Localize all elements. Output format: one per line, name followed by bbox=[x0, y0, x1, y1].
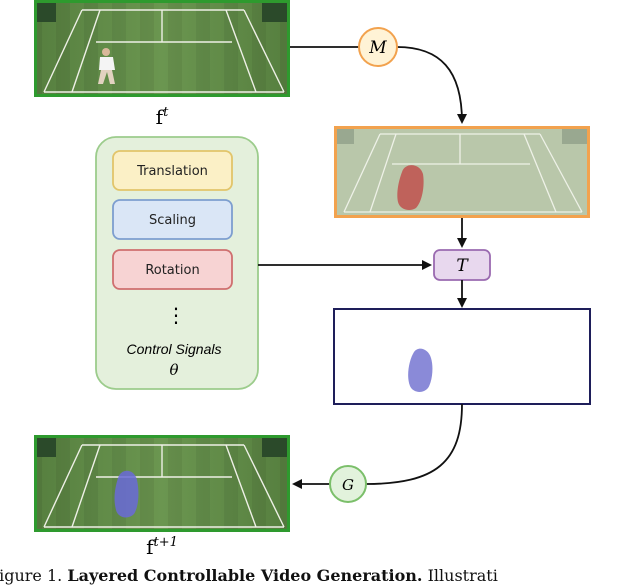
masked-court-lines bbox=[343, 133, 583, 213]
input-frame-border bbox=[34, 0, 290, 97]
frame-t1-label: ft+1 bbox=[146, 535, 178, 559]
control-signals-title: Control Signals bbox=[127, 341, 222, 357]
courtside-stand bbox=[262, 0, 290, 22]
theta-symbol: θ bbox=[169, 361, 178, 379]
mask-operator-symbol: M bbox=[368, 38, 387, 58]
translation-label: Translation bbox=[136, 164, 208, 179]
generated-player-blob bbox=[114, 470, 139, 518]
masked-frame-border bbox=[334, 126, 590, 218]
masked-frame bbox=[334, 126, 590, 218]
generator-operator: G bbox=[329, 465, 367, 503]
transformed-mask-box bbox=[333, 308, 591, 405]
transformed-blob bbox=[408, 348, 433, 392]
transform-operator-symbol: T bbox=[456, 256, 469, 276]
caption-rest: Illustrati bbox=[427, 566, 498, 585]
caption-title: Layered Controllable Video Generation. bbox=[67, 566, 423, 585]
output-frame-border bbox=[34, 435, 290, 532]
court-lines bbox=[43, 9, 285, 93]
caption-prefix: Figure 1. bbox=[0, 566, 63, 585]
pipeline-diagram: ft M Translation bbox=[34, 0, 591, 559]
frame-t-label: ft bbox=[156, 105, 169, 129]
output-frame bbox=[34, 435, 290, 532]
scaling-label: Scaling bbox=[149, 213, 196, 228]
generator-operator-symbol: G bbox=[342, 476, 354, 494]
umpire-chair bbox=[34, 0, 56, 22]
generator-arrow bbox=[292, 403, 463, 489]
transform-operator: T bbox=[433, 249, 491, 281]
input-frame bbox=[34, 0, 290, 97]
rotation-label: Rotation bbox=[145, 263, 199, 278]
scaling-signal: Scaling bbox=[112, 199, 233, 240]
mask-operator: M bbox=[358, 27, 398, 67]
figure-caption: Figure 1. Layered Controllable Video Gen… bbox=[0, 566, 618, 588]
rotation-signal: Rotation bbox=[112, 249, 233, 290]
control-signals-panel: Translation Scaling Rotation ⋮ Control S… bbox=[95, 136, 259, 390]
tennis-player bbox=[98, 48, 115, 84]
translation-signal: Translation bbox=[112, 150, 233, 191]
mask-arrow bbox=[290, 46, 467, 124]
more-signals-ellipsis: ⋮ bbox=[166, 303, 186, 327]
mask-blob bbox=[397, 165, 424, 210]
